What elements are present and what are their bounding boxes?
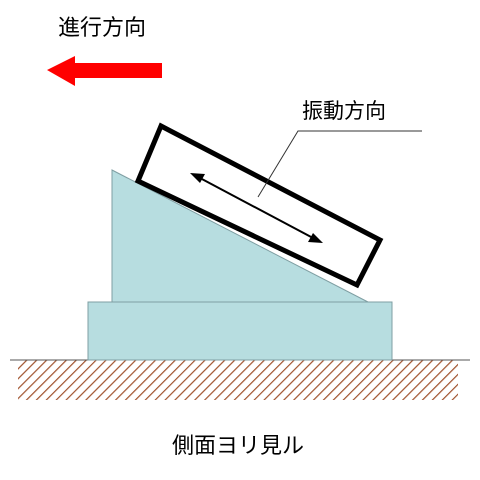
travel-direction-arrow — [47, 56, 162, 86]
vibration-direction-label: 振動方向 — [302, 99, 386, 123]
wedge-block — [111, 169, 369, 303]
leader-line — [257, 130, 422, 198]
base-block — [87, 301, 393, 361]
vibration-arrow-shaft — [199, 177, 314, 239]
view-caption: 側面ヨリ見ル — [172, 434, 305, 459]
ground-hatch — [18, 360, 458, 400]
vibration-arrow-head-right — [308, 233, 323, 243]
vibration-arrow-head-left — [190, 173, 205, 183]
travel-direction-label: 進行方向 — [58, 16, 147, 41]
vibrating-box — [134, 122, 384, 289]
